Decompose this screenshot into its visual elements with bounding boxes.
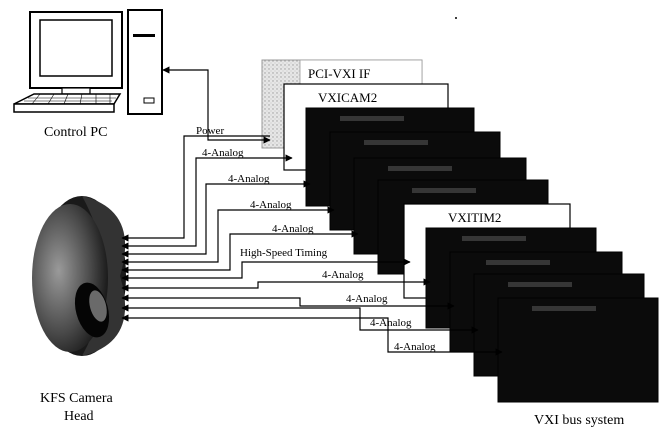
wire-label-analog-3: 4-Analog bbox=[250, 199, 292, 211]
wire-label-analog-8: 4-Analog bbox=[394, 341, 436, 353]
connection-wires bbox=[121, 135, 503, 356]
camera-head-label-line2: Head bbox=[64, 409, 94, 424]
control-pc-icon bbox=[13, 9, 163, 115]
wire-label-analog-7: 4-Analog bbox=[370, 317, 412, 329]
board-label-pci-vxi-if: PCI-VXI IF bbox=[308, 66, 370, 81]
wire-label-analog-1: 4-Analog bbox=[202, 147, 244, 159]
wire-analog-2 bbox=[121, 180, 311, 258]
camera-head-label-line1: KFS Camera bbox=[40, 391, 114, 406]
pc-vxi-link bbox=[162, 66, 271, 144]
wire-timing bbox=[121, 258, 411, 282]
wire-analog-5 bbox=[121, 278, 431, 292]
board-label-vxicam2: VXICAM2 bbox=[318, 90, 377, 105]
wire-label-analog-4: 4-Analog bbox=[272, 223, 314, 235]
vxi-boards bbox=[261, 59, 659, 403]
camera-head-icon bbox=[32, 196, 126, 356]
wire-label-analog-6: 4-Analog bbox=[346, 293, 388, 305]
wire-label-analog-2: 4-Analog bbox=[228, 173, 270, 185]
control-pc-label: Control PC bbox=[44, 125, 107, 140]
wire-label-analog-5: 4-Analog bbox=[322, 269, 364, 281]
wire-label-power: Power bbox=[196, 125, 224, 137]
board-dark-8 bbox=[497, 297, 659, 403]
wire-analog-8 bbox=[121, 314, 503, 356]
wire-label-timing: High-Speed Timing bbox=[240, 247, 328, 259]
wire-analog-6 bbox=[121, 294, 455, 310]
speck bbox=[455, 17, 457, 19]
vxi-system-label: VXI bus system bbox=[534, 413, 624, 428]
board-label-vxitim2: VXITIM2 bbox=[448, 210, 501, 225]
wire-analog-7 bbox=[121, 304, 479, 334]
